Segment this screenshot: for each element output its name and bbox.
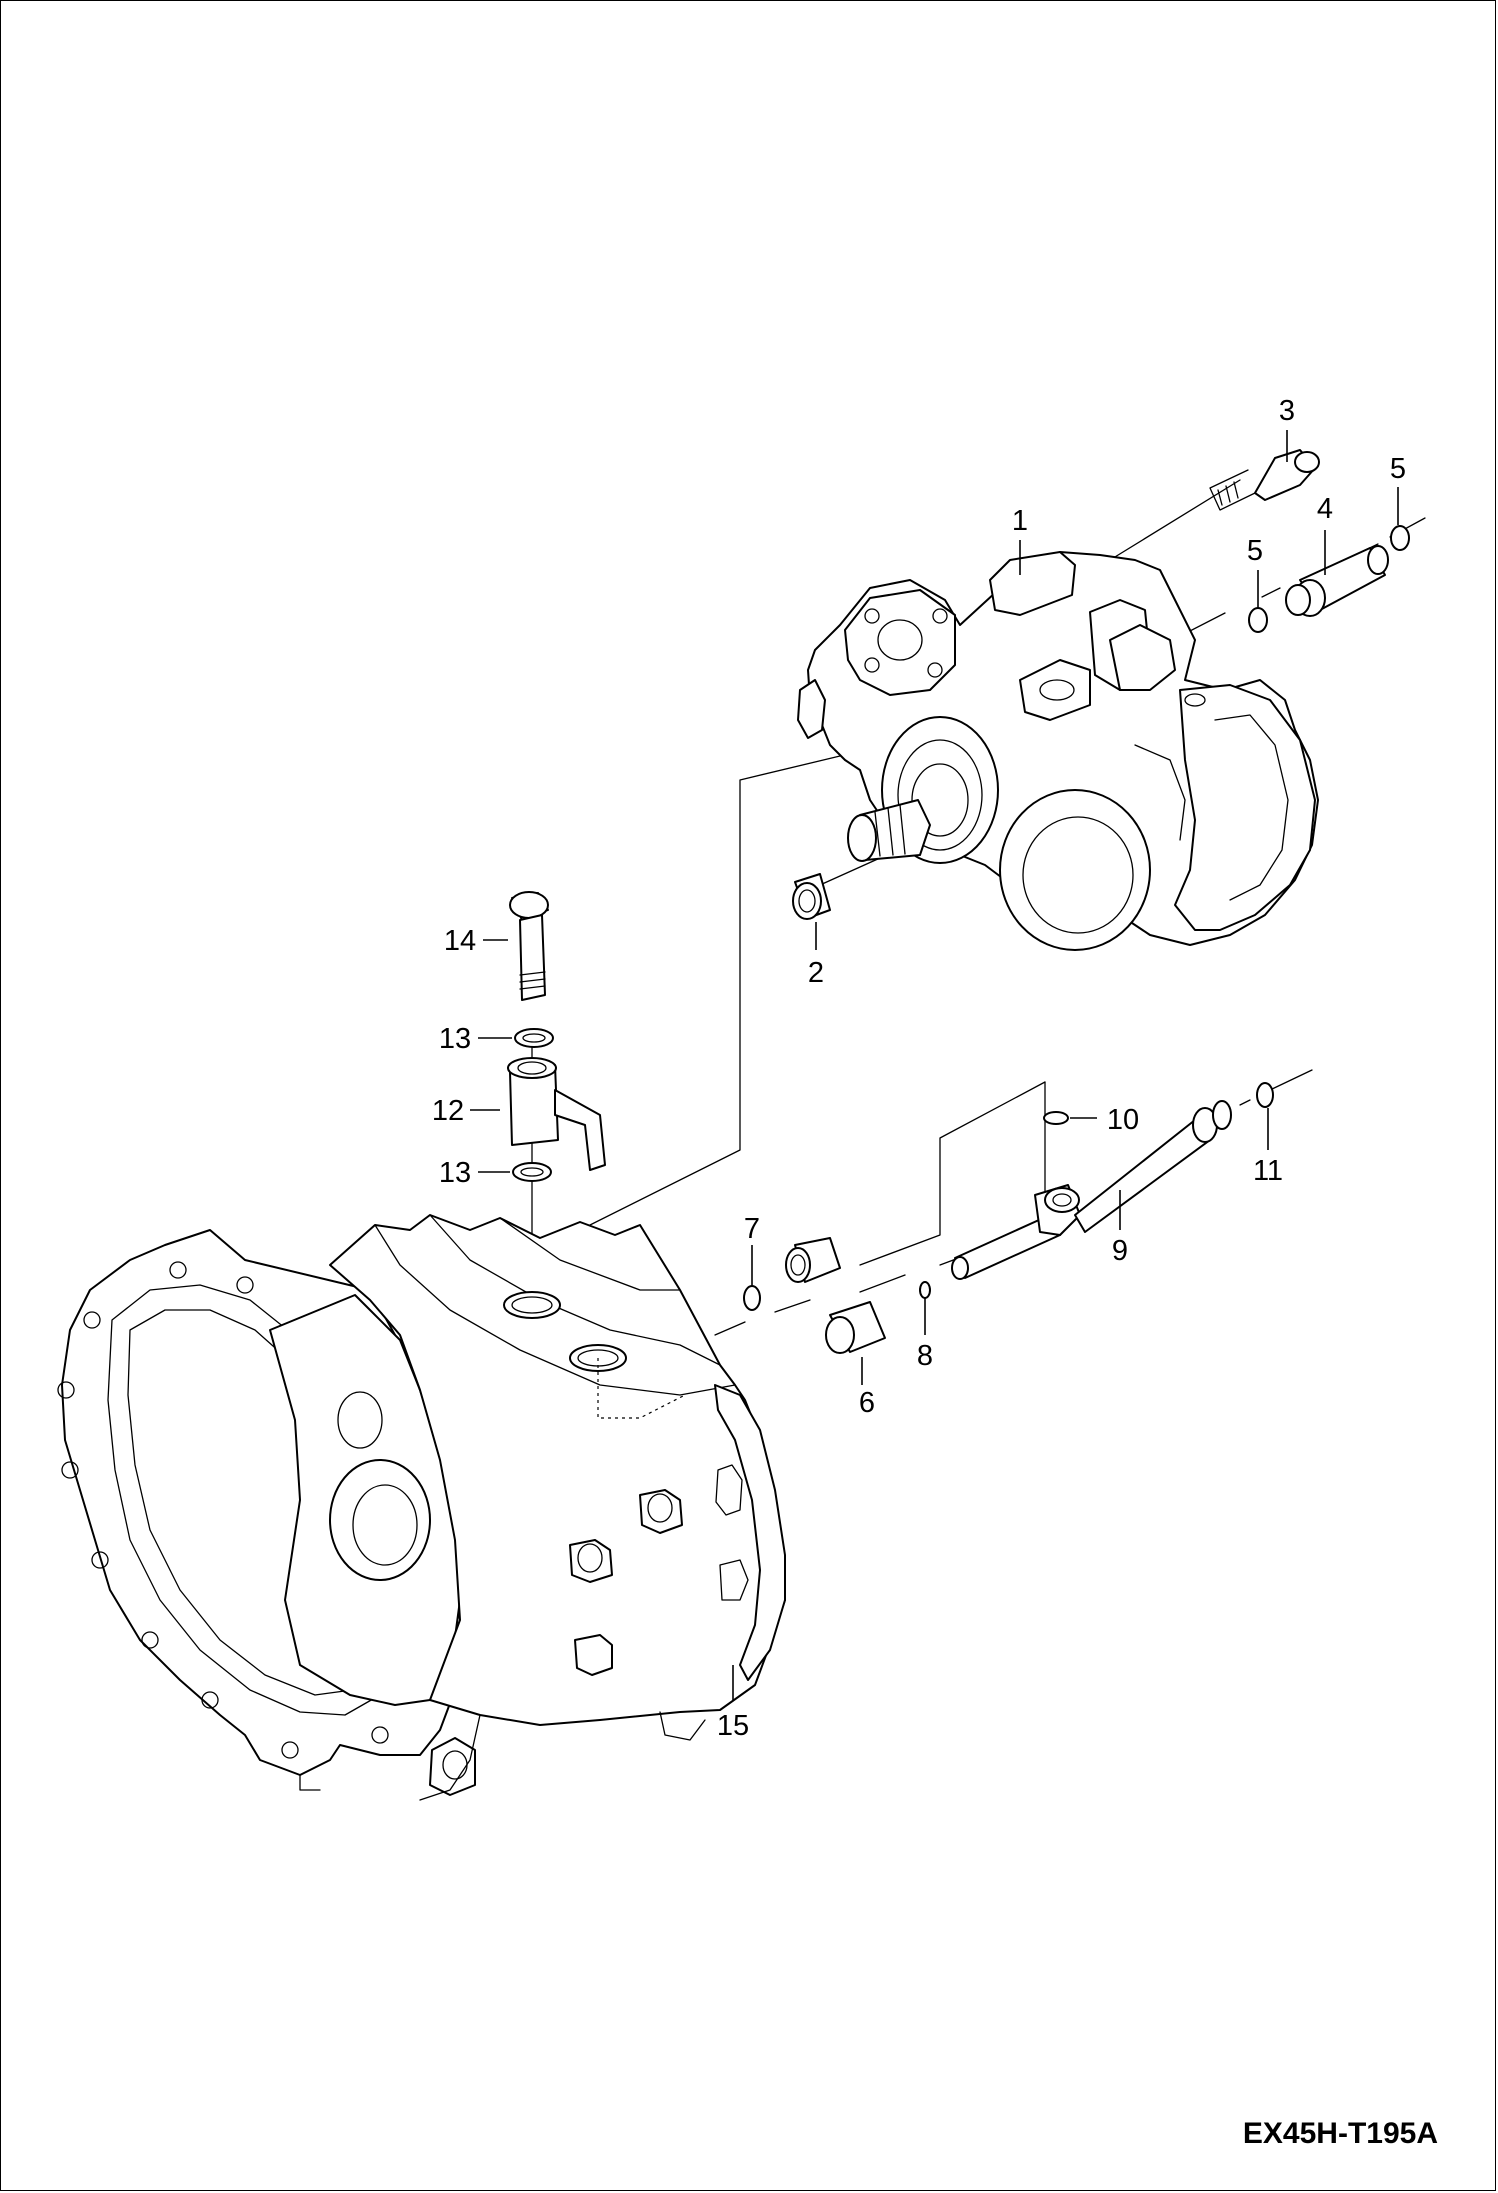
o-ring-10 [1043, 1111, 1069, 1125]
callout-11: 11 [1253, 1155, 1283, 1187]
tube-assembly [951, 1100, 1232, 1280]
callout-leaders [470, 430, 1399, 1700]
o-ring-11 [1256, 1082, 1274, 1108]
washer-13-upper [514, 1028, 554, 1048]
transmission-housing [57, 1214, 786, 1801]
callout-7: 7 [744, 1213, 760, 1245]
banjo-fitting [507, 1057, 606, 1171]
callout-4: 4 [1317, 493, 1333, 525]
callout-12: 12 [432, 1095, 464, 1127]
bushing [792, 873, 831, 920]
banjo-bolt [509, 891, 549, 1001]
o-ring-5-upper [1390, 525, 1410, 551]
o-ring-8 [919, 1281, 931, 1299]
callout-13-upper: 13 [439, 1023, 471, 1055]
pipe-fitting [1285, 545, 1389, 617]
callout-5-lower: 5 [1247, 535, 1263, 567]
callout-3: 3 [1279, 395, 1295, 427]
callout-8: 8 [917, 1340, 933, 1372]
o-ring-5-lower [1248, 607, 1268, 633]
callout-14: 14 [444, 925, 476, 957]
callout-1: 1 [1012, 505, 1028, 537]
callout-10: 10 [1107, 1104, 1139, 1136]
hydraulic-pump [797, 551, 1319, 951]
o-ring-7 [743, 1285, 761, 1311]
pump-bolt [1209, 449, 1320, 511]
elbow-fitting [825, 1301, 886, 1354]
callout-labels: 1 2 3 4 5 5 6 7 8 9 10 11 12 13 13 14 15 [432, 395, 1406, 1742]
drawing-number: EX45H-T195A [1242, 2117, 1438, 2150]
callout-6: 6 [859, 1387, 875, 1419]
callout-2: 2 [808, 957, 824, 989]
callout-9: 9 [1112, 1235, 1128, 1267]
callout-13-lower: 13 [439, 1157, 471, 1189]
adapter-fitting [785, 1237, 841, 1283]
callout-15: 15 [717, 1710, 749, 1742]
callout-5-upper: 5 [1390, 453, 1406, 485]
washer-13-lower [512, 1162, 552, 1182]
